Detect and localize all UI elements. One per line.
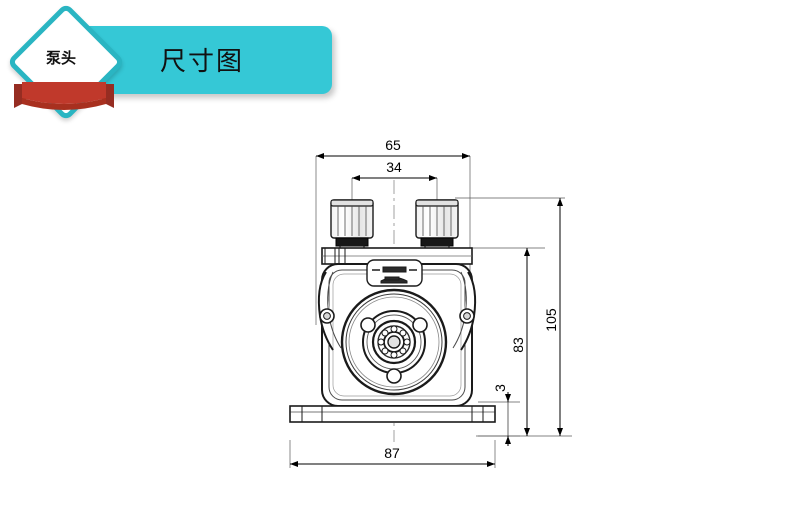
page-title: 尺寸图 [160, 47, 245, 77]
dimension-label-34: 34 [386, 159, 402, 175]
rotor-assembly [340, 288, 448, 396]
ribbon-icon [14, 82, 114, 110]
outlet-knob-fitting [415, 199, 459, 253]
dimension-label-105: 105 [543, 308, 559, 332]
dimension-label-65: 65 [385, 137, 401, 153]
diamond-badge: 泵头 [6, 2, 126, 122]
inlet-knob-fitting [330, 199, 374, 253]
dimension-label-83: 83 [510, 337, 526, 353]
nameplate-badge [366, 259, 423, 287]
right-latch-clamp [452, 271, 477, 351]
left-latch-clamp [317, 271, 342, 351]
dimension-label-3: 3 [492, 384, 508, 392]
dimension-label-87: 87 [384, 445, 400, 461]
dimension-drawing: 65 34 105 83 3 87 [0, 120, 800, 511]
page-header: 尺寸图 泵头 [0, 0, 800, 122]
badge-label: 泵头 [45, 49, 76, 67]
mounting-base-plate [289, 405, 496, 423]
